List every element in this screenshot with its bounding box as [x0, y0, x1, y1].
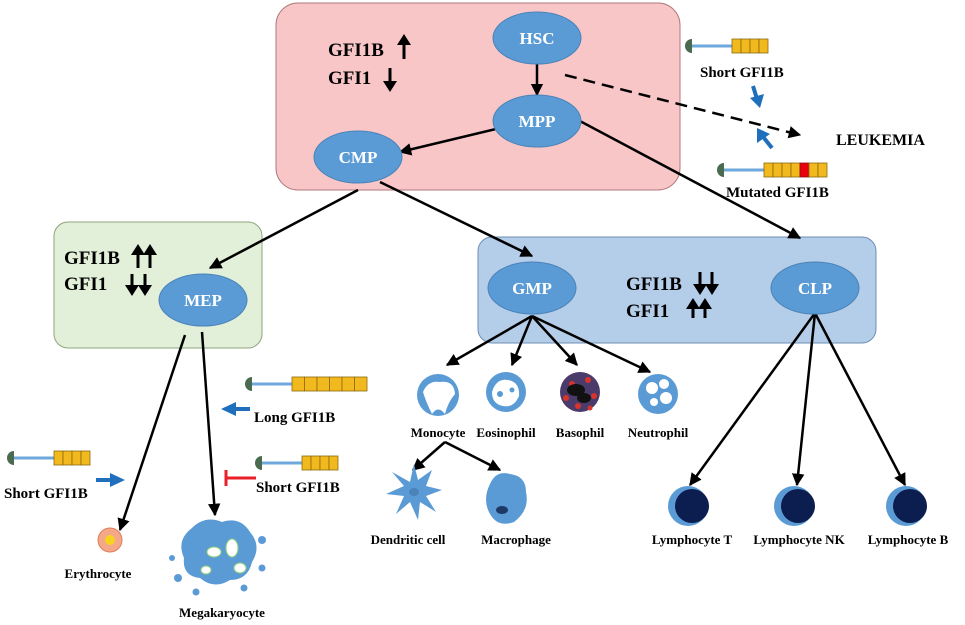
arrow-clp-lymph-t — [688, 312, 817, 487]
blue-right-arrow-icon — [96, 473, 125, 487]
blue-up-arrow-icon — [757, 128, 774, 150]
short-gfi1b-top-label: Short GFI1B — [700, 65, 784, 81]
lymphocyte-nk-label: Lymphocyte NK — [753, 532, 845, 547]
node-cmp: CMP — [313, 130, 403, 184]
erythrocyte-icon — [97, 527, 123, 553]
arrow-mpp-leukemia — [564, 73, 802, 139]
erythrocyte-label: Erythrocyte — [65, 566, 132, 581]
mep-gfi1b-label: GFI1B — [64, 248, 120, 269]
blue-down-arrow-icon — [750, 85, 764, 108]
macrophage-label: Macrophage — [481, 532, 551, 547]
arrow-cmp-mep — [208, 188, 359, 270]
node-mep-label: MEP — [184, 291, 222, 310]
arrow-monocyte-dendritic — [412, 441, 446, 471]
up-arrow-icon — [397, 34, 411, 59]
node-mpp: MPP — [492, 94, 582, 148]
short-gfi1b-protein-icon — [6, 450, 91, 466]
stem-gfi1b-label: GFI1B — [328, 40, 384, 61]
double-up-arrow-icon — [131, 244, 157, 268]
eosinophil-label: Eosinophil — [476, 425, 536, 440]
node-clp: CLP — [770, 261, 860, 315]
gmp-clp-compartment — [477, 236, 877, 344]
leukemia-label: LEUKEMIA — [836, 132, 925, 149]
eosinophil-icon — [486, 372, 526, 412]
node-hsc-label: HSC — [520, 29, 555, 48]
long-gfi1b-label: Long GFI1B — [254, 410, 335, 426]
macrophage-icon — [486, 473, 527, 524]
stem-gfi1-label: GFI1 — [328, 68, 371, 89]
down-arrow-icon — [383, 68, 397, 92]
lymphocyte-b-icon — [886, 486, 927, 526]
lymphocyte-b-label: Lymphocyte B — [868, 532, 949, 547]
double-down-arrow-icon — [125, 274, 152, 296]
arrow-mep-erythrocyte — [117, 334, 187, 532]
node-clp-label: CLP — [798, 279, 832, 298]
node-hsc: HSC — [492, 11, 582, 65]
arrow-cmp-gmp — [379, 180, 534, 258]
mutated-gfi1b-protein-icon — [717, 162, 828, 178]
megakaryocyte-label: Megakaryocyte — [179, 605, 265, 620]
mep-gfi1-label: GFI1 — [64, 274, 107, 295]
basophil-label: Basophil — [556, 425, 605, 440]
short-gfi1b-protein-icon — [254, 455, 339, 471]
arrow-clp-lymph-nk — [791, 312, 817, 487]
dendritic-cell-label: Dendritic cell — [371, 532, 446, 547]
arrow-monocyte-macrophage — [444, 440, 502, 472]
double-up-arrow-icon — [686, 298, 712, 318]
gmp-gfi1-label: GFI1 — [626, 301, 669, 322]
arrow-mep-megakaryocyte — [200, 331, 221, 517]
neutrophil-icon — [638, 374, 678, 414]
node-gmp: GMP — [487, 261, 577, 315]
neutrophil-label: Neutrophil — [628, 425, 689, 440]
inhibit-icon — [224, 470, 256, 486]
arrow-gmp-neutrophil — [531, 314, 652, 374]
node-gmp-label: GMP — [512, 279, 552, 298]
monocyte-label: Monocyte — [411, 425, 466, 440]
short-gfi1b-middle-label: Short GFI1B — [256, 480, 340, 496]
lymphocyte-nk-icon — [774, 486, 815, 526]
node-mep: MEP — [158, 273, 248, 327]
megakaryocyte-icon — [169, 519, 266, 596]
arrow-gmp-basophil — [531, 315, 578, 366]
lineage-arrows — [117, 64, 907, 532]
node-mpp-label: MPP — [519, 112, 556, 131]
lymphocyte-t-label: Lymphocyte T — [652, 532, 733, 547]
lymphocyte-t-icon — [668, 486, 709, 526]
long-gfi1b-protein-icon — [245, 376, 368, 392]
arrow-mpp-cmp — [398, 126, 501, 156]
basophil-icon — [560, 372, 600, 412]
blue-left-arrow-icon — [221, 402, 250, 416]
arrow-mpp-clp — [577, 118, 802, 240]
short-gfi1b-protein-icon — [684, 38, 769, 54]
monocyte-icon — [417, 374, 459, 416]
arrow-gmp-eosinophil — [510, 315, 534, 367]
node-cmp-label: CMP — [339, 148, 378, 167]
arrow-clp-lymph-b — [813, 312, 907, 487]
arrow-gmp-monocyte — [445, 314, 533, 367]
short-gfi1b-left-label: Short GFI1B — [4, 486, 88, 502]
dendritic-cell-icon — [386, 464, 442, 520]
gmp-gfi1b-label: GFI1B — [626, 274, 682, 295]
mutated-gfi1b-label: Mutated GFI1B — [726, 185, 829, 201]
double-down-arrow-icon — [693, 272, 719, 295]
